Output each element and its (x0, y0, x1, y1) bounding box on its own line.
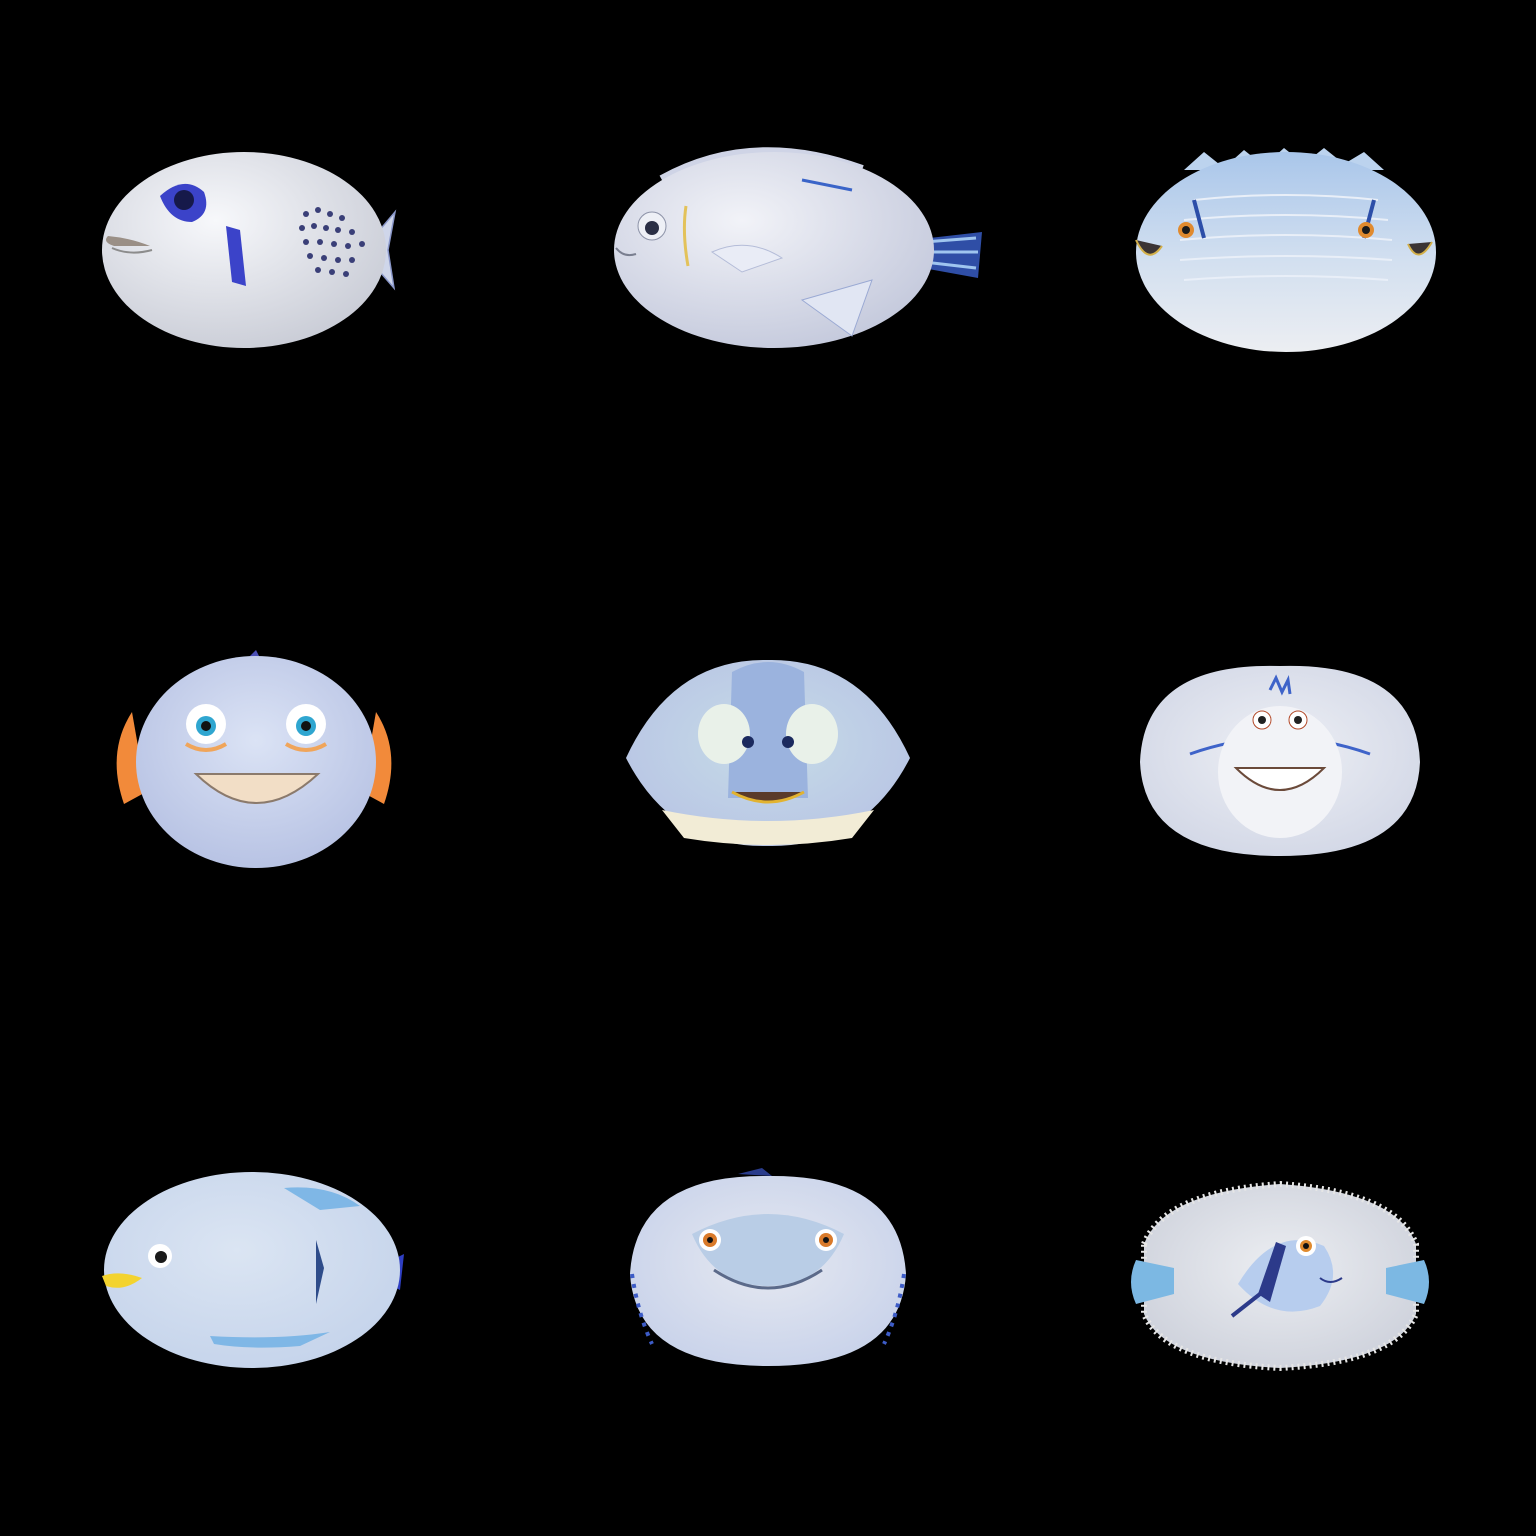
striped-blue-fish-image (1135, 148, 1436, 352)
round-fish-face-image (116, 650, 392, 868)
flat-ray-face-image (626, 659, 910, 847)
fish-tile-6 (1024, 512, 1536, 1024)
fish-tile-4 (0, 512, 512, 1024)
fish-in-frame-image (1131, 1180, 1429, 1372)
smiling-white-ray-image (1140, 665, 1420, 856)
fish-tile-5 (512, 512, 1024, 1024)
flat-oval-fish-image (102, 1172, 404, 1368)
pale-tang-image (614, 147, 982, 348)
fish-tile-2 (512, 0, 1024, 512)
ray-face-orange-eyes-image (630, 1168, 906, 1366)
fish-tile-3 (1024, 0, 1536, 512)
fish-tile-8 (512, 1024, 1024, 1536)
white-pufferfish-image (102, 152, 397, 348)
fish-tile-7 (0, 1024, 512, 1536)
fish-tile-1 (0, 0, 512, 512)
fish-tile-9 (1024, 1024, 1536, 1536)
